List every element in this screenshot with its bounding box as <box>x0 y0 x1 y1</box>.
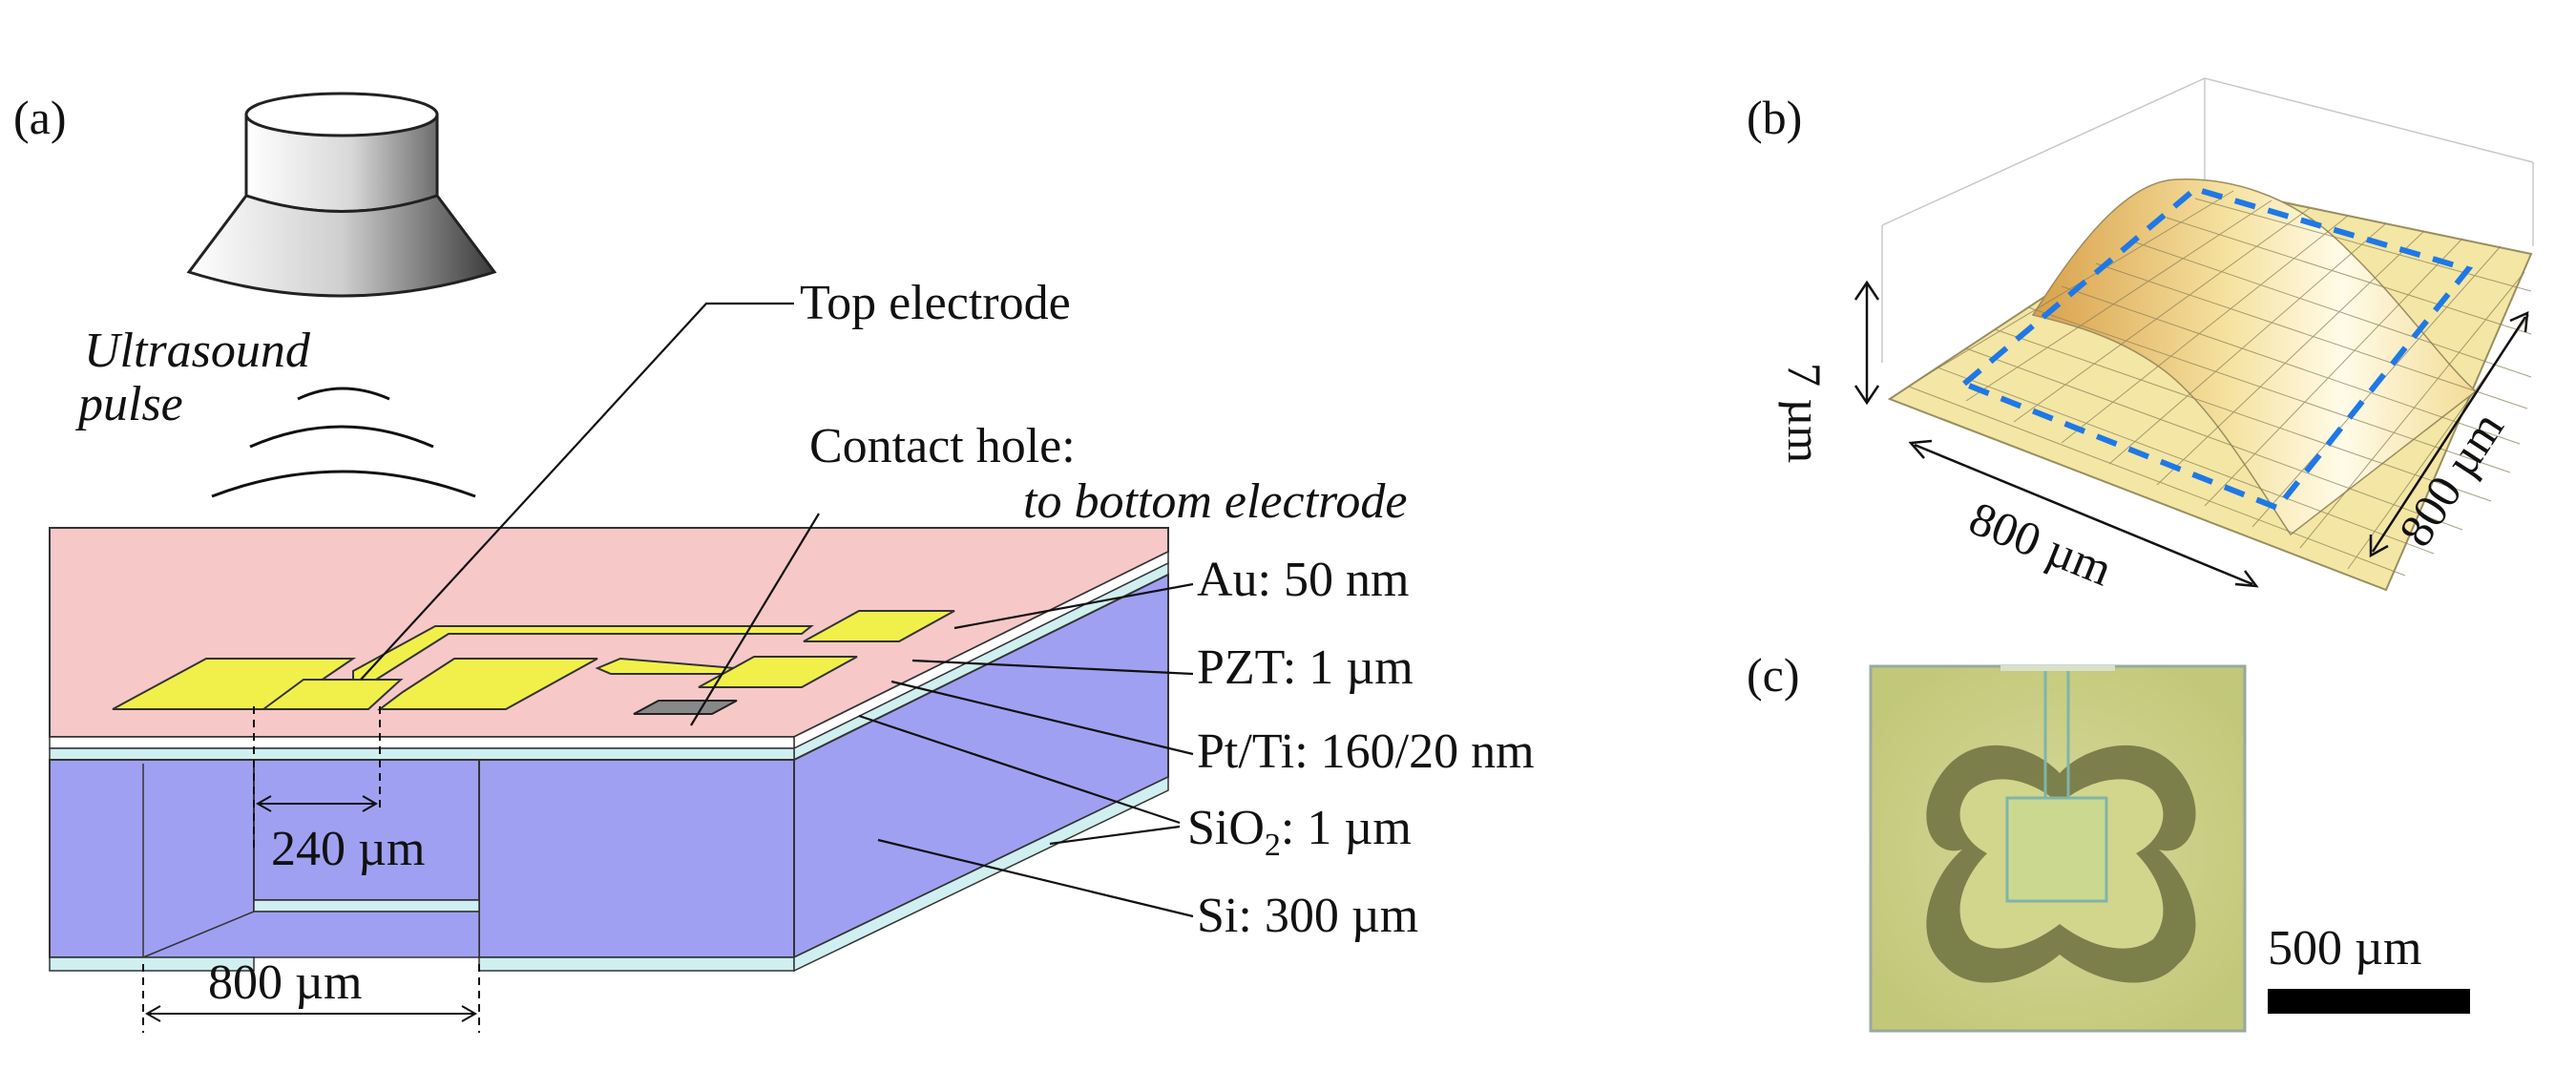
pzt-label: PZT: 1 µm <box>1197 640 1414 695</box>
contact-hole-label-line1: Contact hole: <box>809 419 1076 473</box>
ultrasound-label-line2: pulse <box>74 377 183 431</box>
x-dim-label: 800 µm <box>1962 491 2120 596</box>
dim-electrode <box>253 706 381 850</box>
contact-hole <box>633 700 738 715</box>
contact-pad <box>803 610 955 642</box>
panel-a-label: (a) <box>13 91 67 144</box>
dim-cavity-label: 800 µm <box>208 955 362 1010</box>
top-electrode-pad <box>377 658 598 710</box>
scale-bar <box>2268 989 2470 1014</box>
sio2-bottom-side-layer <box>793 775 1169 973</box>
top-electrode-trace <box>352 625 814 681</box>
ptti-front-layer <box>49 736 795 749</box>
sound-wave-icon <box>211 387 476 498</box>
ptti-label: Pt/Ti: 160/20 nm <box>1197 724 1535 779</box>
sio2-front-layer <box>49 747 795 761</box>
dim-electrode-label: 240 µm <box>271 822 425 876</box>
si-label: Si: 300 µm <box>1197 889 1418 943</box>
z-dim-label: 7 µm <box>1778 363 1832 463</box>
panel-b-label: (b) <box>1747 91 1802 144</box>
speaker-icon <box>186 92 497 298</box>
dim-cavity <box>142 964 480 1033</box>
top-electrode-label: Top electrode <box>800 276 1071 330</box>
ultrasound-label-line1: Ultrasound <box>84 324 311 378</box>
panel-c-label: (c) <box>1747 648 1800 702</box>
surface-plot <box>1853 77 2534 592</box>
au-electrodes <box>112 610 955 710</box>
sio2-label: SiO2: 1 µm <box>1187 801 1412 863</box>
scale-bar-label: 500 µm <box>2268 921 2421 976</box>
au-label: Au: 50 nm <box>1197 553 1409 607</box>
device-cross-section <box>49 527 1169 973</box>
micrograph <box>1869 664 2247 1033</box>
leader-lines <box>360 302 1194 918</box>
contact-hole-label-line2: to bottom electrode <box>1023 474 1407 529</box>
membrane-outline <box>1958 185 2474 512</box>
